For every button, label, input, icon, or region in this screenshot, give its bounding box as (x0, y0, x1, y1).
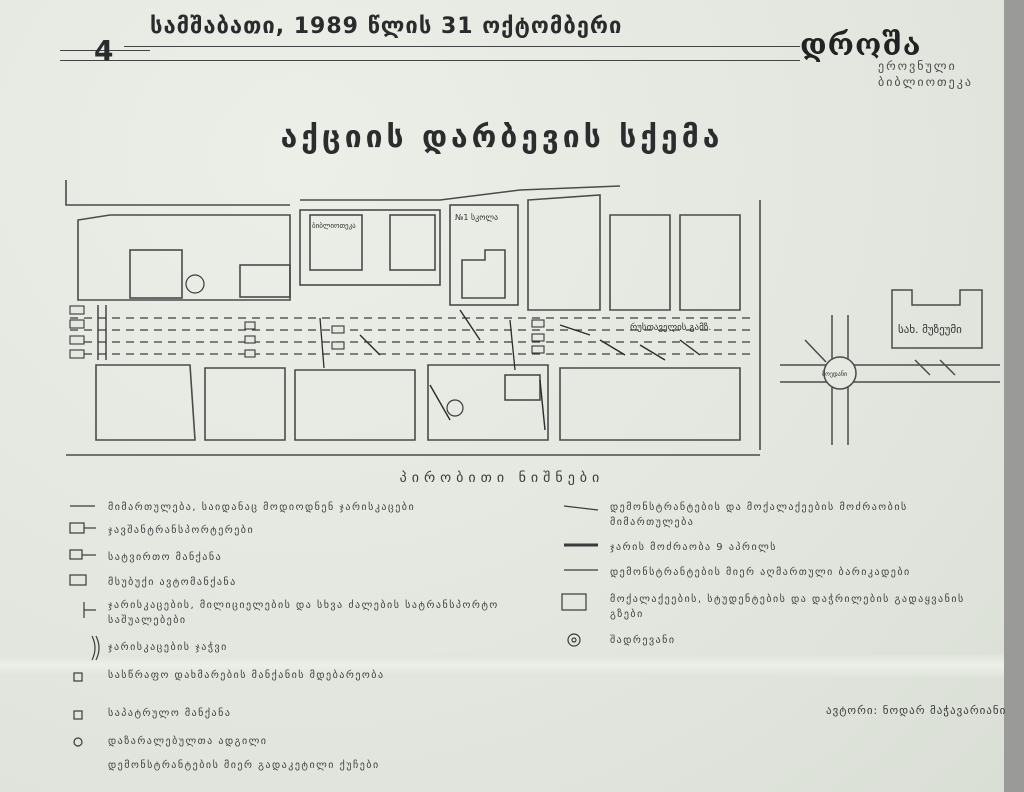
block-school (449, 204, 519, 306)
page-number: 4 (94, 34, 114, 67)
avenue-lanes (70, 317, 750, 355)
legend-left-6: ჯარისკაცების ჯაჭვი (108, 642, 228, 653)
school-building (461, 249, 506, 299)
newspaper-logo: დროშა (800, 28, 922, 63)
block-library (299, 209, 441, 286)
top-road-edge-right (300, 185, 621, 201)
legend-right-2: ჯარის მოძრაობა 9 აპრილს (610, 542, 777, 553)
building-2 (239, 264, 291, 298)
header-rule-left-2 (60, 60, 150, 61)
legend-left-10: დემონსტრანტების მიერ გადაკეტილი ქუჩები (108, 760, 380, 771)
metro-symbol (185, 274, 205, 294)
library-wing-right (389, 214, 436, 271)
plan-blocks (65, 180, 761, 456)
legend-left-9: დაზარალებულთა ადგილი (108, 736, 268, 747)
legend-left-7: სასწრაფო დახმარების მანქანის მდებარეობა (108, 670, 385, 681)
legend-right-3: დემონსტრანტების მიერ აღმართული ბარიკადებ… (610, 567, 911, 578)
scan-edge (1004, 0, 1024, 792)
block-4 (609, 214, 671, 311)
issue-date: სამშაბათი, 1989 წლის 31 ოქტომბერი (150, 14, 623, 39)
header-rule-left-1 (60, 50, 150, 51)
block-6 (95, 364, 196, 441)
author-signature: ავტორი: ნოდარ მაჭავარიანი (826, 704, 1007, 717)
library-wing-left (309, 214, 363, 271)
legend-left-2: ჯავშანტრანსპორტერები (108, 525, 255, 536)
block-1 (77, 214, 291, 301)
article-title: აქციის დარბევის სქემა (280, 120, 724, 155)
map-label-museum: სახ. მუზეუმი (898, 323, 962, 336)
legend-left-5: ჯარისკაცების, მილიციელების და სხვა ძალებ… (108, 600, 499, 626)
fountain-symbol (446, 399, 464, 417)
block-7 (204, 367, 286, 441)
vehicle-symbols (69, 305, 545, 359)
movement-arrows (359, 309, 701, 431)
legend-left-8: საპატრულო მანქანა (108, 708, 232, 719)
map-label-street: რუსთაველის გამზ. (630, 322, 711, 333)
header-rule-2 (124, 60, 800, 61)
legend-left-3: სატვირთო მანქანა (108, 552, 223, 563)
top-road-edge (65, 180, 290, 206)
legend-right-1: დემონსტრანტების და მოქალაქეების მოძრაობი… (610, 502, 908, 528)
paper-fold (0, 655, 1004, 677)
block-8 (294, 369, 416, 441)
barricade-marks (97, 305, 516, 371)
intersection-inset (780, 289, 1000, 445)
building-9 (504, 374, 541, 401)
block-9 (427, 364, 549, 441)
map-label-school: №1 სკოლა (455, 212, 498, 222)
legend-left-4: მსუბუქი ავტომანქანა (108, 577, 237, 588)
legend-left-1: მიმართულება, საიდანაც მოდიოდნენ ჯარისკაც… (108, 502, 416, 513)
map-label-library: ბიბლიოთეკა (312, 222, 356, 230)
library-stamp: ეროვნული ბიბლიოთეკა (878, 59, 973, 89)
map-label-square: მოედანი (822, 371, 847, 378)
legend-right-4: მოქალაქეების, სტუდენტების და დაჭრილების … (610, 594, 965, 620)
block-10 (559, 367, 741, 441)
header-rule-1 (124, 46, 800, 47)
building-1 (129, 249, 183, 299)
legend-title: პირობითი ნიშნები (399, 470, 605, 486)
block-3 (527, 194, 601, 311)
block-5 (679, 214, 741, 311)
legend-right-5: შადრევანი (610, 635, 676, 646)
